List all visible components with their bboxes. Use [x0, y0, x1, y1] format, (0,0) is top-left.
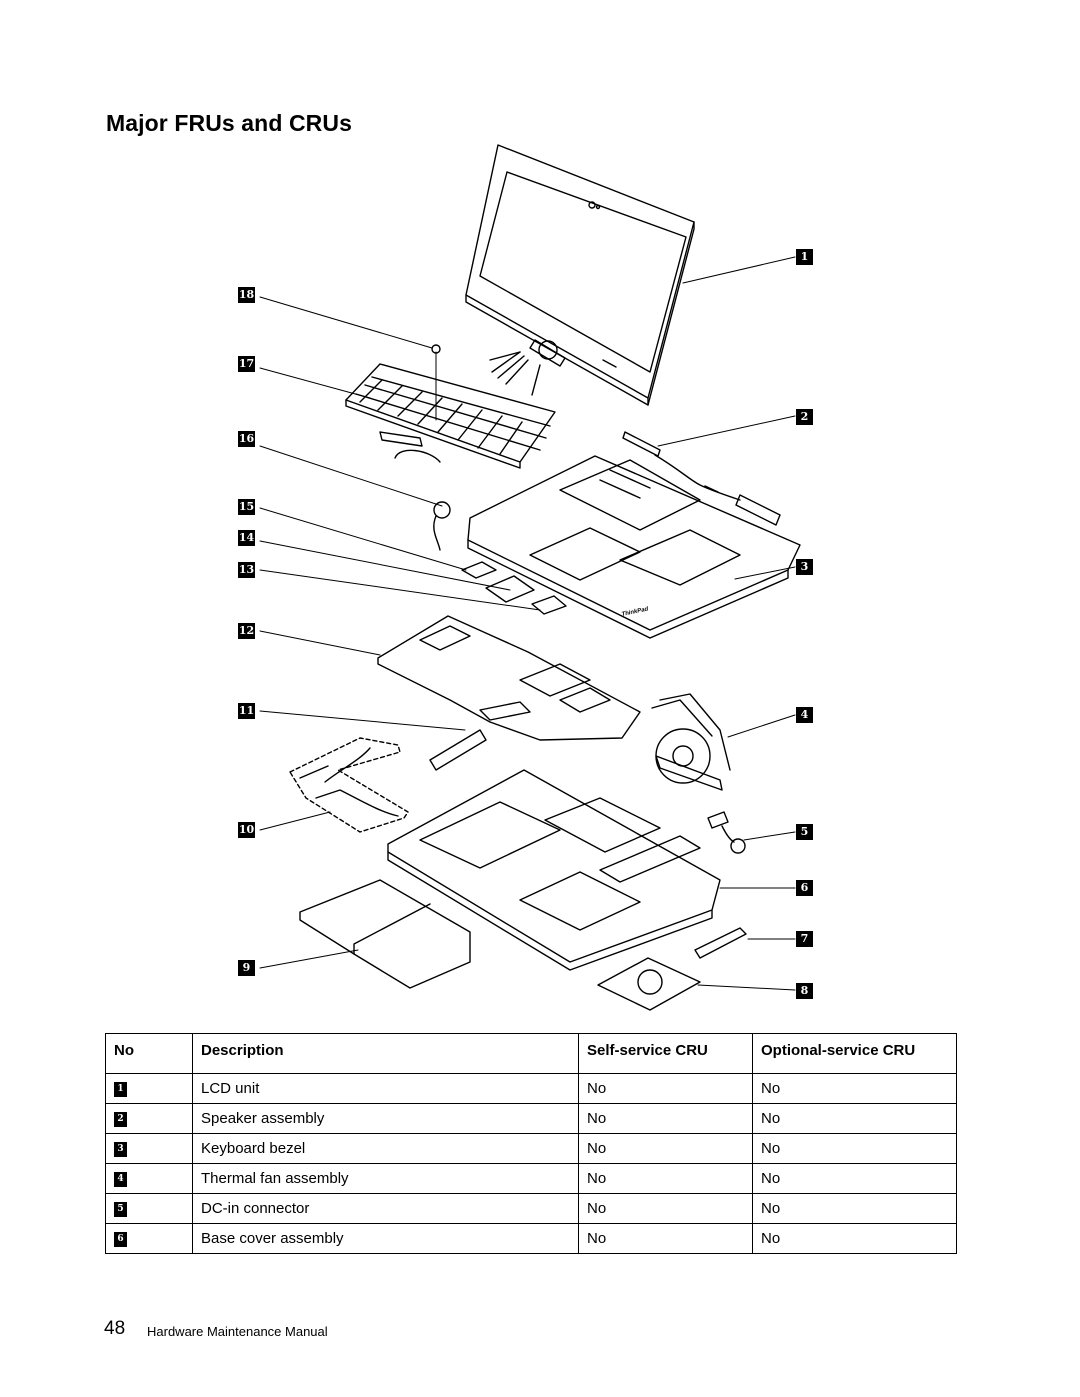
row-optional-service: No — [752, 1193, 957, 1224]
row-self-service: No — [578, 1223, 753, 1254]
row-description: Speaker assembly — [192, 1103, 579, 1134]
callout-15: 15 — [238, 499, 255, 515]
row-optional-service: No — [752, 1133, 957, 1164]
usb-board-drawing — [429, 729, 487, 771]
callout-9: 9 — [238, 960, 255, 976]
callout-7: 7 — [796, 931, 813, 947]
row-number-badge: 6 — [114, 1231, 127, 1247]
row-self-service: No — [578, 1073, 753, 1104]
row-number-badge: 1 — [114, 1081, 127, 1097]
row-optional-service: No — [752, 1163, 957, 1194]
cable-assembly-drawing — [289, 737, 409, 833]
table-row: 2 Speaker assembly No No — [105, 1103, 957, 1134]
battery-drawing — [299, 879, 471, 989]
row-self-service: No — [578, 1193, 753, 1224]
callout-18: 18 — [238, 287, 255, 303]
row-number-badge: 4 — [114, 1171, 127, 1187]
table-row: 1 LCD unit No No — [105, 1073, 957, 1104]
row-self-service: No — [578, 1133, 753, 1164]
row-number-badge: 2 — [114, 1111, 127, 1127]
backup-battery-drawing — [433, 501, 451, 551]
row-description: Base cover assembly — [192, 1223, 579, 1254]
wireless-cards-drawing — [461, 561, 567, 615]
row-number-badge: 3 — [114, 1141, 127, 1157]
callout-13: 13 — [238, 562, 255, 578]
header-no: No — [105, 1033, 193, 1074]
row-optional-service: No — [752, 1103, 957, 1134]
header-description: Description — [192, 1033, 579, 1074]
header-self-service-cru: Self-service CRU — [578, 1033, 753, 1074]
manual-title: Hardware Maintenance Manual — [147, 1324, 328, 1339]
callout-2: 2 — [796, 409, 813, 425]
table-row: 4 Thermal fan assembly No No — [105, 1163, 957, 1194]
page-number: 48 — [104, 1318, 126, 1339]
callout-5: 5 — [796, 824, 813, 840]
row-description: LCD unit — [192, 1073, 579, 1104]
callout-3: 3 — [796, 559, 813, 575]
row-optional-service: No — [752, 1073, 957, 1104]
row-self-service: No — [578, 1163, 753, 1194]
page-title: Major FRUs and CRUs — [106, 110, 352, 136]
row-optional-service: No — [752, 1223, 957, 1254]
callout-12: 12 — [238, 623, 255, 639]
callout-11: 11 — [238, 703, 255, 719]
callout-16: 16 — [238, 431, 255, 447]
system-board-drawing — [377, 615, 641, 741]
row-description: Thermal fan assembly — [192, 1163, 579, 1194]
leader-lines — [259, 256, 796, 991]
thermal-fan-drawing — [651, 693, 731, 791]
table-row: 6 Base cover assembly No No — [105, 1223, 957, 1254]
row-number-badge: 5 — [114, 1201, 127, 1217]
row-description: DC-in connector — [192, 1193, 579, 1224]
table-row: 3 Keyboard bezel No No — [105, 1133, 957, 1164]
keyboard-drawing — [345, 344, 556, 469]
exploded-view-figure: ThinkPad — [259, 144, 801, 1011]
callout-1: 1 — [796, 249, 813, 265]
lcd-unit-drawing — [465, 144, 695, 406]
callout-6: 6 — [796, 880, 813, 896]
dc-in-connector-drawing — [707, 811, 746, 854]
keyboard-bezel-drawing — [467, 455, 801, 639]
speaker-assembly-drawing — [622, 431, 781, 526]
table-row: 5 DC-in connector No No — [105, 1193, 957, 1224]
callout-4: 4 — [796, 707, 813, 723]
thinkpad-logo: ThinkPad — [621, 606, 649, 618]
callout-14: 14 — [238, 530, 255, 546]
hinge-cover-drawing — [694, 927, 747, 959]
header-optional-service-cru: Optional-service CRU — [752, 1033, 957, 1074]
table-header-row: No Description Self-service CRU Optional… — [105, 1033, 957, 1074]
row-self-service: No — [578, 1103, 753, 1134]
base-cover-drawing — [387, 769, 721, 971]
fru-table: No Description Self-service CRU Optional… — [105, 1033, 957, 1254]
hard-disk-drive-drawing — [597, 957, 701, 1011]
callout-10: 10 — [238, 822, 255, 838]
callout-8: 8 — [796, 983, 813, 999]
callout-17: 17 — [238, 356, 255, 372]
row-description: Keyboard bezel — [192, 1133, 579, 1164]
